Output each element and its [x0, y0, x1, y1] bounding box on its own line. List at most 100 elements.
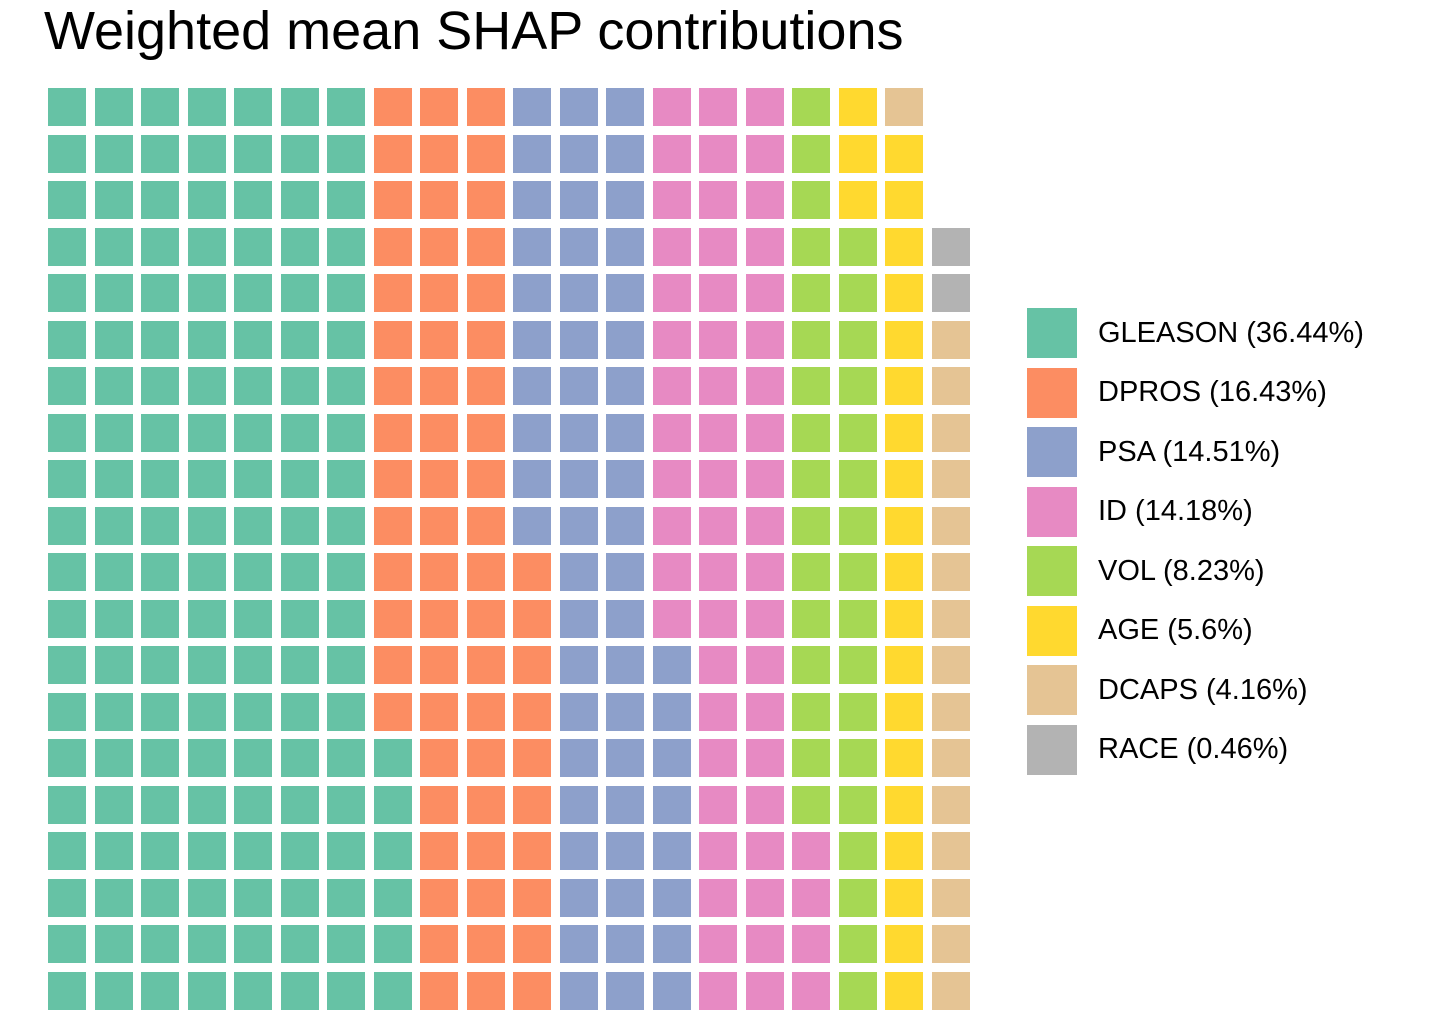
- waffle-square-gleason: [94, 692, 133, 731]
- waffle-square-gleason: [94, 878, 133, 917]
- waffle-square-age: [885, 274, 923, 312]
- waffle-square-gleason: [234, 274, 272, 312]
- waffle-square-gleason: [141, 553, 179, 591]
- waffle-square-id: [699, 88, 737, 126]
- waffle-square-gleason: [234, 971, 272, 1010]
- waffle-square-id: [792, 832, 830, 870]
- waffle-square-gleason: [327, 925, 365, 963]
- waffle-square-gleason: [187, 832, 226, 870]
- waffle-square-age: [885, 971, 923, 1010]
- waffle-square-vol: [838, 274, 877, 312]
- waffle-square-gleason: [48, 274, 86, 312]
- waffle-square-id: [699, 134, 737, 173]
- legend-label: AGE (5.6%): [1098, 614, 1253, 646]
- waffle-square-dcaps: [931, 599, 970, 638]
- waffle-square-dpros: [466, 878, 505, 917]
- waffle-square-gleason: [48, 739, 86, 777]
- waffle-square-gleason: [234, 506, 272, 545]
- waffle-square-vol: [838, 599, 877, 638]
- legend-label: GLEASON (36.44%): [1098, 316, 1364, 349]
- waffle-square-gleason: [187, 878, 226, 917]
- waffle-square-gleason: [280, 227, 319, 266]
- waffle-square-gleason: [48, 134, 86, 173]
- waffle-square-psa: [513, 506, 551, 545]
- waffle-square-psa: [559, 646, 598, 684]
- waffle-square-dpros: [373, 692, 412, 731]
- waffle-square-dpros: [420, 925, 458, 963]
- waffle-square-dpros: [466, 599, 505, 638]
- waffle-square-vol: [792, 460, 830, 498]
- waffle-square-gleason: [187, 599, 226, 638]
- waffle-square-psa: [559, 134, 598, 173]
- waffle-square-psa: [606, 832, 644, 870]
- waffle-square-id: [745, 320, 784, 359]
- waffle-square-race: [931, 227, 970, 266]
- waffle-square-dpros: [513, 599, 551, 638]
- waffle-square-gleason: [187, 274, 226, 312]
- waffle-square-gleason: [373, 878, 412, 917]
- waffle-square-gleason: [373, 785, 412, 824]
- waffle-square-id: [699, 274, 737, 312]
- waffle-square-age: [885, 785, 923, 824]
- waffle-square-id: [699, 413, 737, 452]
- waffle-square-gleason: [234, 367, 272, 405]
- waffle-square-gleason: [48, 692, 86, 731]
- waffle-square-dpros: [420, 599, 458, 638]
- waffle-square-psa: [652, 785, 691, 824]
- waffle-square-id: [652, 413, 691, 452]
- waffle-square-age: [838, 88, 877, 126]
- waffle-square-gleason: [187, 553, 226, 591]
- waffle-square-gleason: [94, 646, 133, 684]
- waffle-square-gleason: [373, 739, 412, 777]
- waffle-square-vol: [792, 227, 830, 266]
- waffle-square-dpros: [420, 134, 458, 173]
- waffle-square-dcaps: [931, 367, 970, 405]
- waffle-square-gleason: [94, 925, 133, 963]
- waffle-square-dpros: [513, 878, 551, 917]
- waffle-square-gleason: [141, 181, 179, 219]
- waffle-square-gleason: [141, 599, 179, 638]
- waffle-square-dcaps: [931, 971, 970, 1010]
- waffle-square-dpros: [373, 646, 412, 684]
- legend-item: GLEASON (36.44%): [1027, 308, 1364, 358]
- waffle-square-gleason: [48, 88, 86, 126]
- waffle-square-vol: [838, 971, 877, 1010]
- waffle-square-gleason: [280, 367, 319, 405]
- waffle-square-id: [699, 181, 737, 219]
- waffle-square-gleason: [48, 878, 86, 917]
- waffle-square-gleason: [280, 413, 319, 452]
- waffle-square-id: [699, 506, 737, 545]
- waffle-square-vol: [838, 692, 877, 731]
- waffle-square-id: [792, 971, 830, 1010]
- waffle-square-id: [699, 878, 737, 917]
- waffle-square-gleason: [94, 320, 133, 359]
- waffle-square-dpros: [373, 134, 412, 173]
- waffle-square-dpros: [373, 553, 412, 591]
- waffle-square-id: [652, 320, 691, 359]
- waffle-square-gleason: [48, 227, 86, 266]
- waffle-square-gleason: [234, 460, 272, 498]
- waffle-square-id: [745, 506, 784, 545]
- waffle-square-dpros: [420, 320, 458, 359]
- waffle-square-psa: [559, 367, 598, 405]
- waffle-square-dpros: [466, 692, 505, 731]
- waffle-square-psa: [559, 832, 598, 870]
- waffle-grid: [48, 88, 970, 1010]
- waffle-square-id: [652, 181, 691, 219]
- waffle-square-id: [745, 692, 784, 731]
- waffle-square-psa: [606, 413, 644, 452]
- waffle-square-psa: [513, 413, 551, 452]
- waffle-square-id: [745, 925, 784, 963]
- waffle-square-gleason: [141, 925, 179, 963]
- waffle-square-vol: [792, 88, 830, 126]
- waffle-square-gleason: [48, 646, 86, 684]
- waffle-square-dpros: [373, 460, 412, 498]
- waffle-square-psa: [559, 320, 598, 359]
- waffle-square-age: [885, 320, 923, 359]
- waffle-square-gleason: [327, 227, 365, 266]
- legend-swatch: [1027, 367, 1077, 418]
- waffle-square-dpros: [466, 274, 505, 312]
- waffle-square-dpros: [420, 785, 458, 824]
- waffle-square-gleason: [94, 739, 133, 777]
- waffle-square-id: [652, 367, 691, 405]
